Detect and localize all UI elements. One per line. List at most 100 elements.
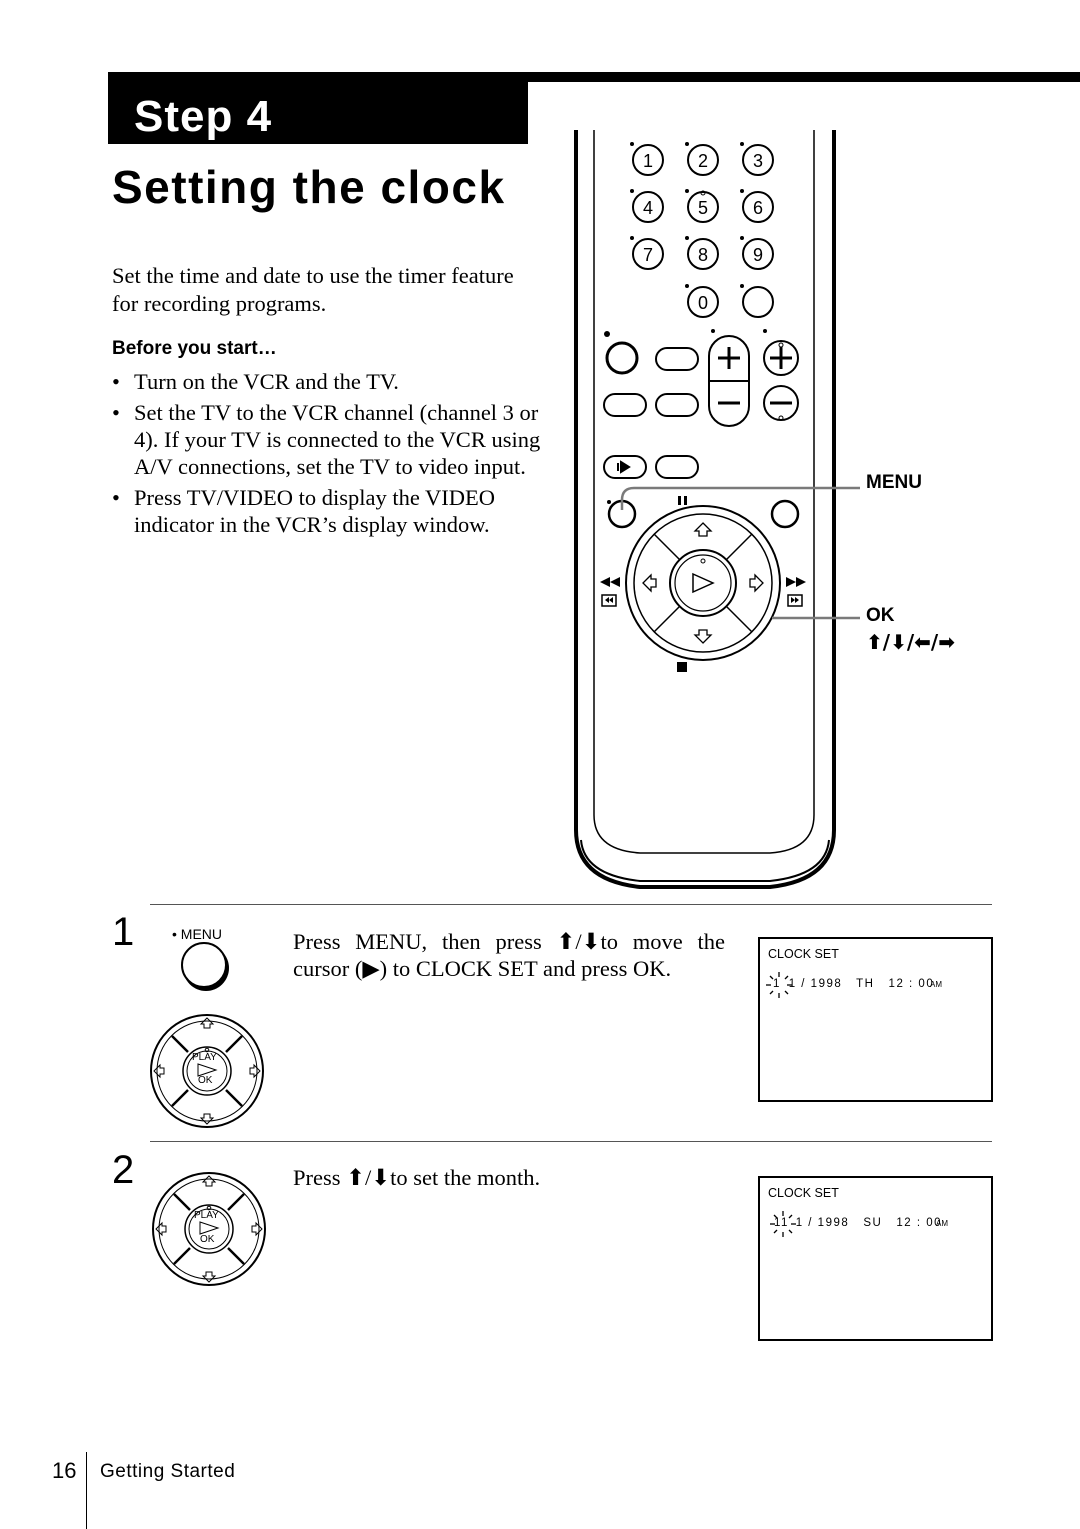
- clock-month: 1: [773, 978, 781, 990]
- step-instruction: Press ⬆/⬇to set the month.: [293, 1165, 541, 1190]
- step-banner: [108, 72, 528, 144]
- index-icon: [617, 460, 631, 474]
- key-7-button[interactable]: [632, 238, 664, 270]
- ok-label: OK: [200, 1234, 215, 1245]
- play-label: PLAY: [192, 1052, 217, 1063]
- nav-pad-inner: [633, 513, 773, 653]
- key-label: 8: [698, 245, 708, 265]
- bullet-icon: •: [112, 485, 120, 510]
- ok-play-ring: [674, 554, 732, 612]
- right-arrow-icon[interactable]: [749, 573, 764, 593]
- key-5-button[interactable]: [687, 191, 719, 223]
- key-label: 4: [643, 198, 653, 218]
- menu-callout-line: [620, 486, 860, 510]
- channel-up-button[interactable]: [763, 340, 799, 376]
- oval-button[interactable]: [655, 455, 699, 479]
- tiny-circles: [700, 190, 784, 421]
- bullet-icon: •: [112, 400, 120, 425]
- list-item: • Set the TV to the VCR channel (channel …: [112, 399, 542, 480]
- list-item-text: Set the TV to the VCR channel (channel 3…: [134, 400, 541, 479]
- number-key-labels: 1 2 3 4 5 6 7 8 9 0: [643, 151, 763, 313]
- key-label: 3: [753, 151, 763, 171]
- key-2-button[interactable]: [687, 144, 719, 176]
- clock-ampm: AM: [930, 980, 942, 989]
- clock-ampm: AM: [936, 1219, 948, 1228]
- step-number: 1: [112, 910, 135, 954]
- section-name: Getting Started: [100, 1461, 236, 1482]
- step-label: Step 4: [134, 92, 273, 141]
- key-6-button[interactable]: [742, 191, 774, 223]
- number-key-circles: [632, 144, 774, 318]
- clock-set-screen: CLOCK SET 11 1 / 1998 SU 12 : 00 AM: [758, 1176, 993, 1341]
- list-item-text: Turn on the VCR and the TV.: [134, 369, 399, 394]
- page-title: Setting the clock: [112, 161, 506, 213]
- nav-pad-dividers: [653, 533, 753, 633]
- key-label: 7: [643, 245, 653, 265]
- oval-button[interactable]: [655, 393, 699, 417]
- rewind-icon: [600, 577, 620, 587]
- key-1-button[interactable]: [632, 144, 664, 176]
- footer-rule: [86, 1452, 87, 1529]
- step-instruction: Press MENU, then press ⬆/⬇to move the cu…: [293, 929, 725, 981]
- up-arrow-icon[interactable]: [693, 522, 713, 537]
- next-icon: [787, 594, 803, 607]
- remote-body-shadow: [580, 839, 830, 882]
- remote-inner-outline: [593, 130, 815, 854]
- blinking-cursor-icon: [770, 1211, 796, 1237]
- play-dot: [700, 558, 706, 564]
- key-enter-button[interactable]: [742, 286, 774, 318]
- power-button[interactable]: [605, 341, 639, 375]
- key-label: 6: [753, 198, 763, 218]
- clock-date-time: 1 / 1998 TH 12 : 00: [784, 978, 935, 990]
- menu-button-icon: [181, 942, 229, 991]
- nav-pad-icon: [152, 1172, 266, 1286]
- page-number: 16: [52, 1458, 77, 1483]
- remote-body-outline: [574, 130, 836, 889]
- oval-button[interactable]: [603, 393, 647, 417]
- step-divider: [150, 904, 992, 905]
- header-rule: [528, 72, 1080, 82]
- arrow-keys-callout-label: ⬆/⬇/⬅/➡: [866, 630, 955, 654]
- play-label: PLAY: [194, 1210, 219, 1221]
- left-arrow-icon[interactable]: [642, 573, 657, 593]
- key-dots: [604, 142, 767, 504]
- key-0-button[interactable]: [687, 286, 719, 318]
- screen-title: CLOCK SET: [768, 1186, 839, 1200]
- clock-set-screen: CLOCK SET 1 1 / 1998 TH 12 : 00 AM: [758, 937, 993, 1102]
- index-button[interactable]: [603, 455, 647, 479]
- ok-callout-label: OK: [866, 605, 895, 626]
- key-9-button[interactable]: [742, 238, 774, 270]
- plus-minus-icons: [718, 347, 792, 405]
- ok-play-button[interactable]: [669, 549, 737, 617]
- key-label: 2: [698, 151, 708, 171]
- list-item: • Press TV/VIDEO to display the VIDEO ind…: [112, 484, 542, 538]
- key-8-button[interactable]: [687, 238, 719, 270]
- menu-callout-label: MENU: [866, 472, 922, 493]
- step-divider: [150, 1141, 992, 1142]
- list-item: •Turn on the VCR and the TV.: [112, 368, 542, 395]
- intro-text: Set the time and date to use the timer f…: [112, 263, 514, 316]
- nav-pad-icon: [150, 1014, 264, 1128]
- list-item-text: Press TV/VIDEO to display the VIDEO indi…: [134, 485, 496, 537]
- oval-button[interactable]: [655, 347, 699, 371]
- key-4-button[interactable]: [632, 191, 664, 223]
- key-label: 9: [753, 245, 763, 265]
- ok-label: OK: [198, 1075, 213, 1086]
- key-label: 0: [698, 293, 708, 313]
- fast-forward-icon: [786, 577, 806, 587]
- down-arrow-icon[interactable]: [693, 629, 713, 644]
- nav-pad-outer: [625, 505, 781, 661]
- play-icon: [692, 572, 715, 594]
- clock-date-time: 1 / 1998 SU 12 : 00: [791, 1217, 943, 1229]
- step-number: 2: [112, 1148, 135, 1192]
- middle-buttons: [603, 335, 799, 479]
- nav-arrow-icons: [642, 522, 764, 644]
- clock-month: 11: [774, 1217, 789, 1229]
- screen-title: CLOCK SET: [768, 947, 839, 961]
- round-button[interactable]: [770, 499, 800, 529]
- menu-button-label: • MENU: [172, 926, 223, 942]
- key-3-button[interactable]: [742, 144, 774, 176]
- prerequisite-list: •Turn on the VCR and the TV. •Set the TV…: [112, 368, 542, 542]
- blinking-cursor-icon: [766, 972, 792, 998]
- pause-icon: [678, 496, 681, 505]
